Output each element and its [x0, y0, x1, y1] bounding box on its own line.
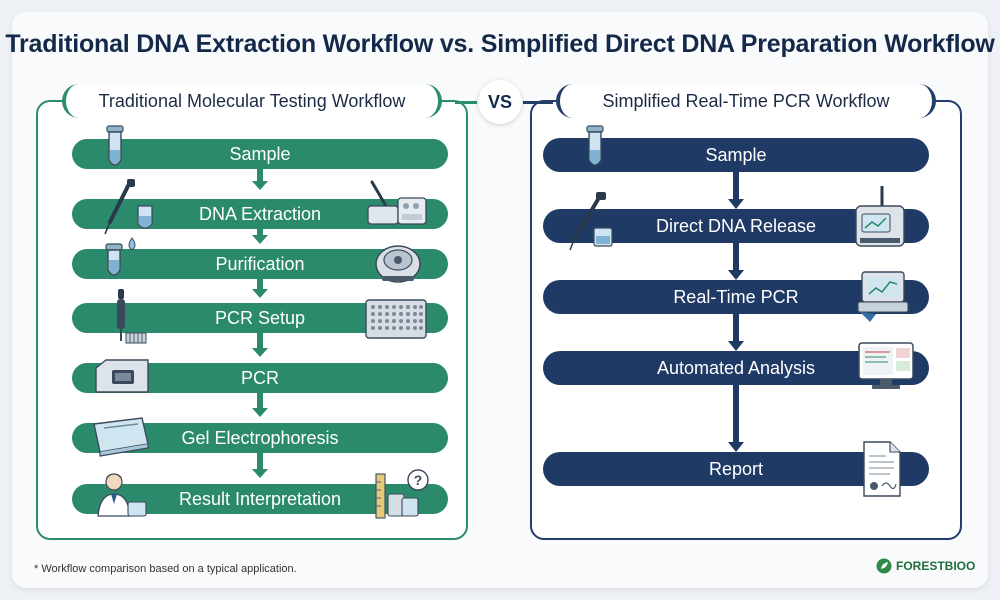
pipette-icon — [104, 179, 153, 235]
leaf-icon — [876, 558, 892, 574]
simplified-panel-title: Simplified Real-Time PCR Workflow — [556, 84, 936, 118]
footnote: * Workflow comparison based on a typical… — [34, 563, 297, 575]
ruler-question-icon: ? — [375, 469, 429, 519]
scientist-icon — [97, 473, 147, 517]
real-time-pcr-icon — [857, 271, 909, 322]
report-document-icon — [863, 441, 901, 497]
brand-name-forest: FOREST — [896, 559, 945, 573]
tube-icon — [106, 125, 124, 166]
vs-badge: VS — [478, 80, 522, 124]
vs-connector-right — [523, 101, 553, 104]
tube-icon — [586, 125, 604, 166]
page-title: Traditional DNA Extraction Workflow vs. … — [5, 30, 995, 58]
simplified-step-sample: Sample — [543, 138, 929, 172]
traditional-panel-title: Traditional Molecular Testing Workflow — [62, 84, 442, 118]
tube-drop-icon — [105, 237, 136, 276]
pipette-tube-icon — [569, 192, 613, 251]
vs-connector-left — [455, 101, 477, 104]
monitor-chart-icon — [858, 342, 914, 389]
brand-name-bioo: BIOO — [944, 559, 976, 573]
traditional-step-sample: Sample — [72, 139, 448, 169]
svg-text:?: ? — [414, 472, 423, 488]
thermocycler-icon — [95, 359, 149, 393]
pcr-instrument-icon — [855, 186, 905, 247]
multichannel-pipette-icon — [117, 289, 147, 344]
centrifuge-icon — [375, 245, 421, 283]
extraction-kit-icon — [367, 180, 427, 225]
well-plate-icon — [365, 299, 427, 339]
gel-tray-icon — [93, 417, 149, 457]
